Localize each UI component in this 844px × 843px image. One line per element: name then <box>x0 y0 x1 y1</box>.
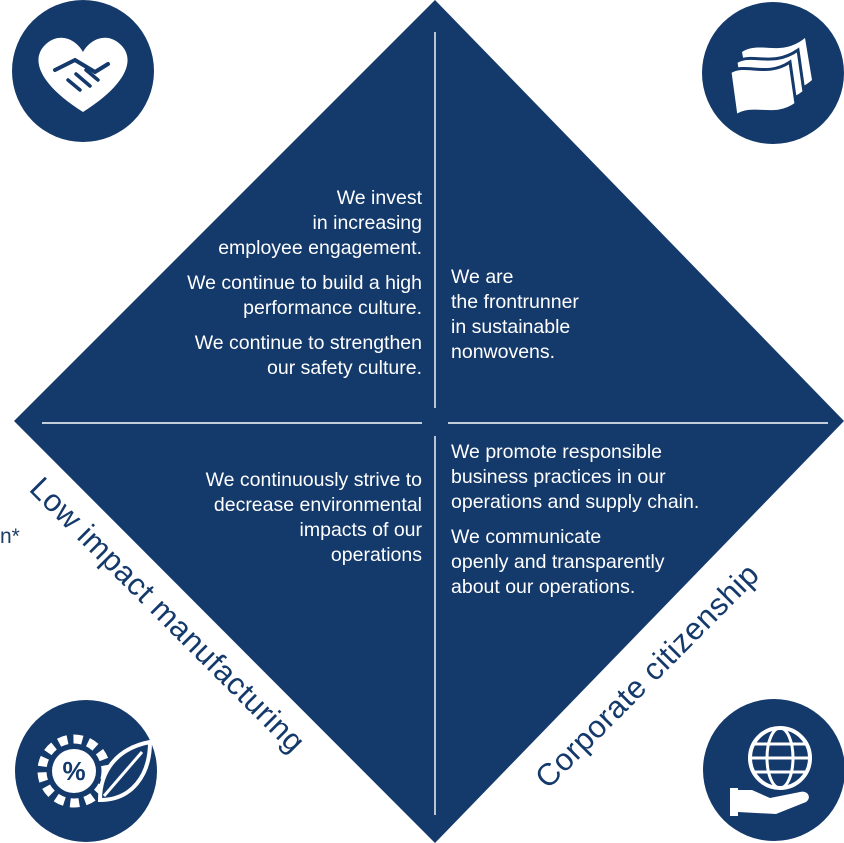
statement: We promote responsible business practice… <box>451 441 700 513</box>
center-diamond <box>14 0 844 843</box>
statement: We are the frontrunner in sustainable no… <box>451 266 579 363</box>
low-impact-manufacturing-statements: We continuously strive to decrease envir… <box>160 468 422 578</box>
statement: We continue to build a high performance … <box>187 272 422 319</box>
statement: We continuously strive to decrease envir… <box>205 469 422 566</box>
people-and-safety-statements: We invest in increasing employee engagem… <box>150 186 422 391</box>
svg-text:%: % <box>62 756 85 786</box>
gear-percent-leaf-icon: % <box>15 700 157 842</box>
sustainable-nonwovens-statements: We are the frontrunner in sustainable no… <box>451 265 681 375</box>
statement: We invest in increasing employee engagem… <box>218 187 422 259</box>
corporate-citizenship-statements: We promote responsible business practice… <box>451 440 751 610</box>
statement: We continue to strengthen our safety cul… <box>194 332 422 379</box>
globe-hand-icon <box>703 699 844 841</box>
handshake-heart-icon <box>12 0 154 142</box>
nonwoven-sheets-icon <box>702 2 844 144</box>
statement: We communicate openly and transparently … <box>451 526 665 598</box>
cropped-text-fragment: n* <box>0 525 20 548</box>
